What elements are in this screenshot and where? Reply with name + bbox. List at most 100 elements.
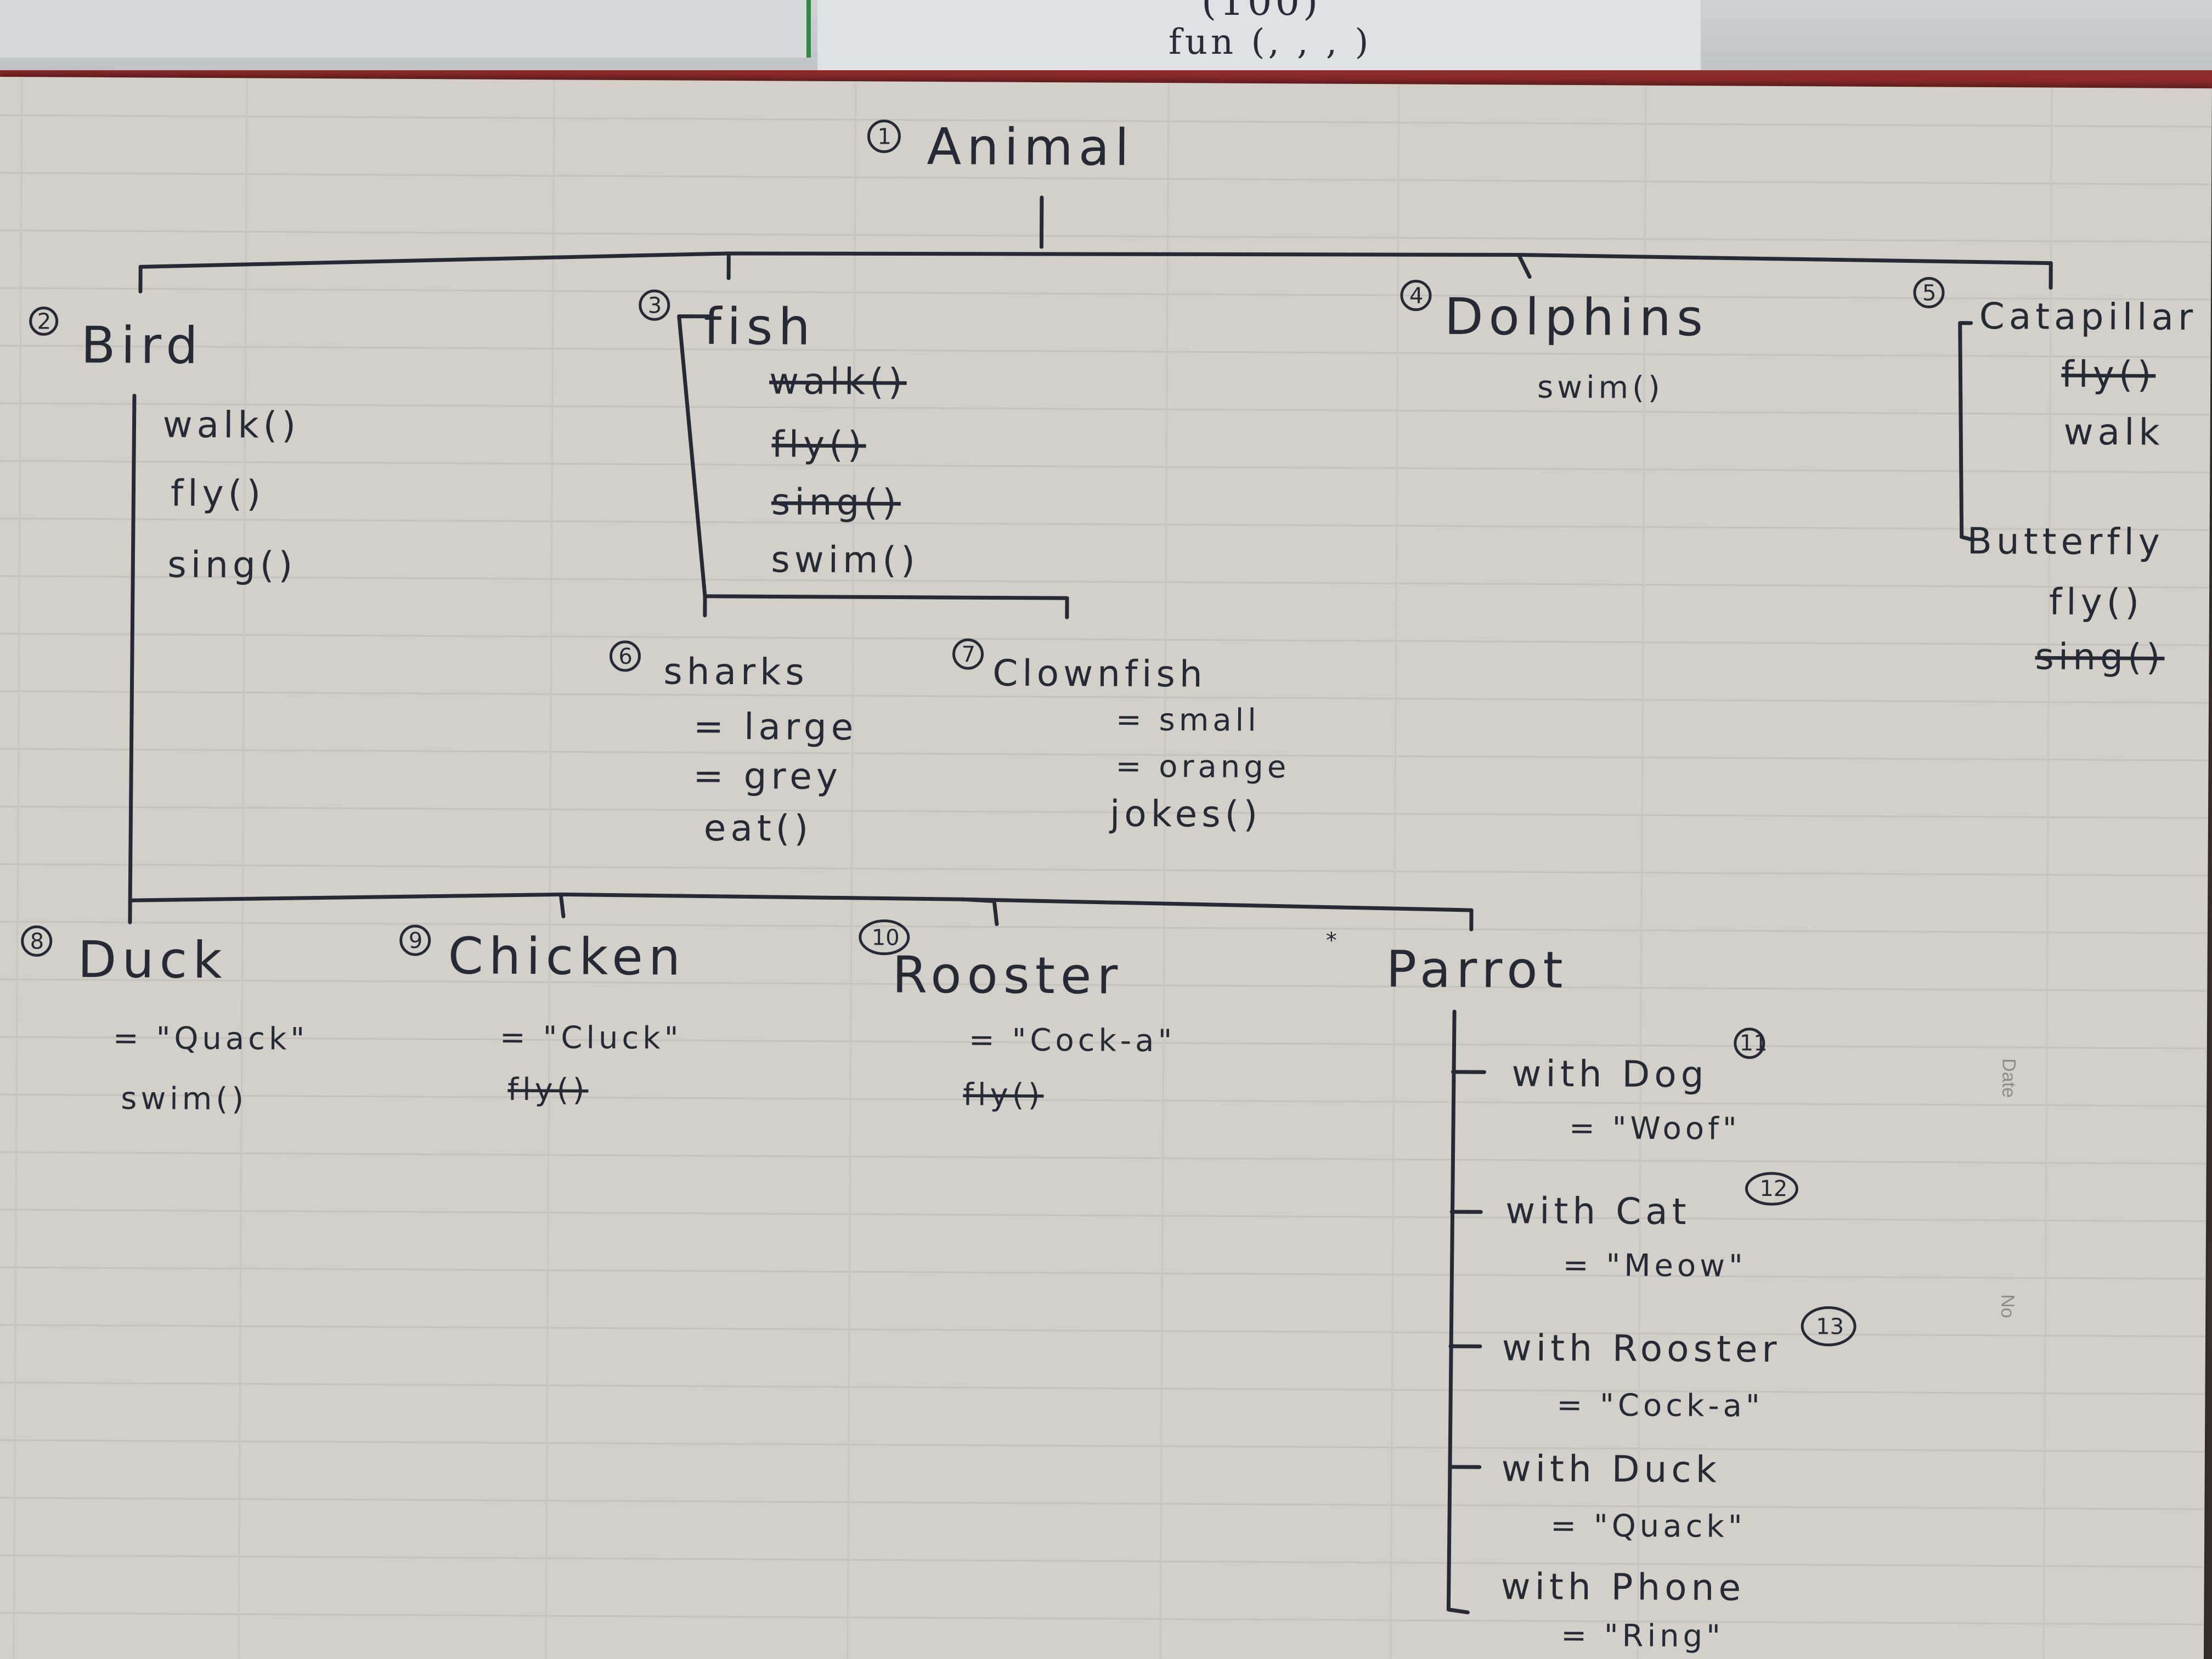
- member: = orange: [1115, 749, 1290, 786]
- member: = "Cock-a": [969, 1022, 1176, 1059]
- struck-member: sing(): [2035, 635, 2164, 678]
- node-label: Duck: [77, 930, 228, 990]
- rule-line: [0, 172, 2212, 185]
- rule-line: [0, 690, 2209, 704]
- parrot-variant-rooster: with Rooster = "Cock-a" 13: [1502, 1306, 1857, 1424]
- member: = grey: [693, 755, 842, 798]
- member: = small: [1116, 702, 1260, 738]
- variant-sound: = "Cock-a": [1556, 1387, 1764, 1424]
- rule-line: [0, 402, 2210, 416]
- top-left-paper: [0, 0, 811, 58]
- guide-line: [847, 81, 857, 1659]
- member: swim(): [1537, 370, 1664, 406]
- node-bird: 2 Bird walk() fly() sing(): [29, 306, 300, 586]
- lower-bar: [128, 892, 1474, 912]
- member: = "Cluck": [500, 1020, 682, 1057]
- node-duck: 8 Duck = "Quack" swim(): [21, 925, 309, 1117]
- node-number: 2: [37, 309, 52, 334]
- vertical-guides: [13, 77, 2053, 1659]
- top-bar: [138, 251, 2053, 269]
- number-circle: [1913, 276, 1945, 308]
- node-label: Catapillar: [1979, 295, 2198, 338]
- node-label: sharks: [663, 650, 809, 693]
- side-label-date: Date: [1998, 1058, 2019, 1098]
- node-rooster: 10 Rooster = "Cock-a" fly(): [859, 919, 1176, 1113]
- rule-line: [0, 1036, 2207, 1049]
- ruled-lines: [0, 114, 2212, 1626]
- member: jokes(): [1109, 793, 1262, 836]
- node-label: Butterfly: [1967, 520, 2164, 563]
- node-label: Clownfish: [992, 652, 1207, 695]
- rule-line: [0, 805, 2208, 819]
- rule-line: [0, 921, 2208, 934]
- node-number: 1: [877, 124, 891, 149]
- parrot-variant-cat: with Cat = "Meow" 12: [1505, 1172, 1798, 1284]
- rule-line: [0, 575, 2210, 589]
- member: = large: [693, 706, 858, 749]
- rule-line: [0, 1209, 2207, 1222]
- member: = "Quack": [113, 1020, 309, 1057]
- parrot-variant-duck: with Duck = "Quack": [1502, 1447, 1746, 1545]
- top-scribble-1: (100): [1201, 0, 1322, 24]
- connectors: [128, 195, 2053, 1615]
- struck-member: fly(): [507, 1072, 588, 1108]
- member: eat(): [704, 807, 813, 850]
- bird-vertical: [128, 393, 137, 902]
- catapillar-bracket: [1958, 321, 1975, 542]
- member: swim(): [771, 538, 919, 581]
- node-label: Chicken: [448, 927, 686, 986]
- diagram-canvas: Date No 1 Animal: [0, 77, 2212, 1659]
- number-circle: [29, 306, 59, 336]
- struck-member: fly(): [963, 1077, 1043, 1113]
- rule-line: [0, 633, 2209, 646]
- node-number: 9: [409, 928, 423, 953]
- variant-number: 12: [1759, 1176, 1787, 1201]
- variant-label: with Cat: [1505, 1189, 1691, 1233]
- node-chicken: 9 Chicken = "Cluck" fly(): [399, 924, 686, 1108]
- member: walk: [2063, 411, 2164, 454]
- node-label: Animal: [927, 117, 1135, 177]
- variant-label: with Duck: [1502, 1447, 1722, 1491]
- number-circle: [952, 638, 984, 670]
- number-circle: [609, 640, 641, 672]
- node-label: fish: [703, 297, 816, 357]
- guide-line: [545, 80, 555, 1659]
- branch-rooster: [959, 897, 999, 927]
- member: sing(): [167, 544, 297, 586]
- number-circle: [867, 119, 901, 153]
- node-dolphins: 4 Dolphins swim(): [1400, 280, 1708, 406]
- guide-line: [1159, 83, 1170, 1659]
- variant-sound: = "Meow": [1563, 1248, 1747, 1284]
- node-number: 8: [30, 929, 44, 954]
- rule-line: [0, 1381, 2205, 1395]
- node-sharks: 6 sharks = large = grey eat(): [609, 640, 858, 850]
- rule-line: [0, 1093, 2207, 1107]
- member: walk(): [162, 404, 300, 447]
- rule-line: [0, 114, 2212, 128]
- node-butterfly: Butterfly fly() sing(): [1967, 520, 2164, 679]
- branch-chicken: [558, 892, 566, 918]
- node-number: 3: [648, 293, 662, 318]
- rule-line: [0, 517, 2210, 531]
- variant-number: 13: [1816, 1314, 1844, 1339]
- rule-line: [0, 978, 2208, 992]
- guide-line: [1390, 84, 1400, 1659]
- rule-line: [0, 1497, 2205, 1510]
- node-label: Rooster: [892, 946, 1123, 1006]
- rule-line: [0, 460, 2210, 473]
- node-fish: 3 fish walk() fly() sing() swim(): [639, 289, 919, 582]
- struck-member: walk(): [769, 360, 907, 403]
- variant-sound: = "Quack": [1550, 1508, 1746, 1545]
- node-number: 6: [618, 644, 633, 669]
- node-number: 4: [1409, 283, 1424, 308]
- notebook-page: Date No 1 Animal: [0, 77, 2212, 1659]
- rule-line: [0, 863, 2208, 877]
- node-catapillar: 5 Catapillar fly() walk: [1913, 276, 2198, 454]
- guide-line: [1637, 85, 1647, 1659]
- number-circle: [1745, 1172, 1798, 1206]
- node-label: Parrot: [1386, 940, 1568, 1000]
- node-number: 7: [961, 642, 975, 667]
- guide-line: [238, 78, 248, 1659]
- number-circle: [859, 919, 910, 955]
- member: swim(): [121, 1081, 247, 1117]
